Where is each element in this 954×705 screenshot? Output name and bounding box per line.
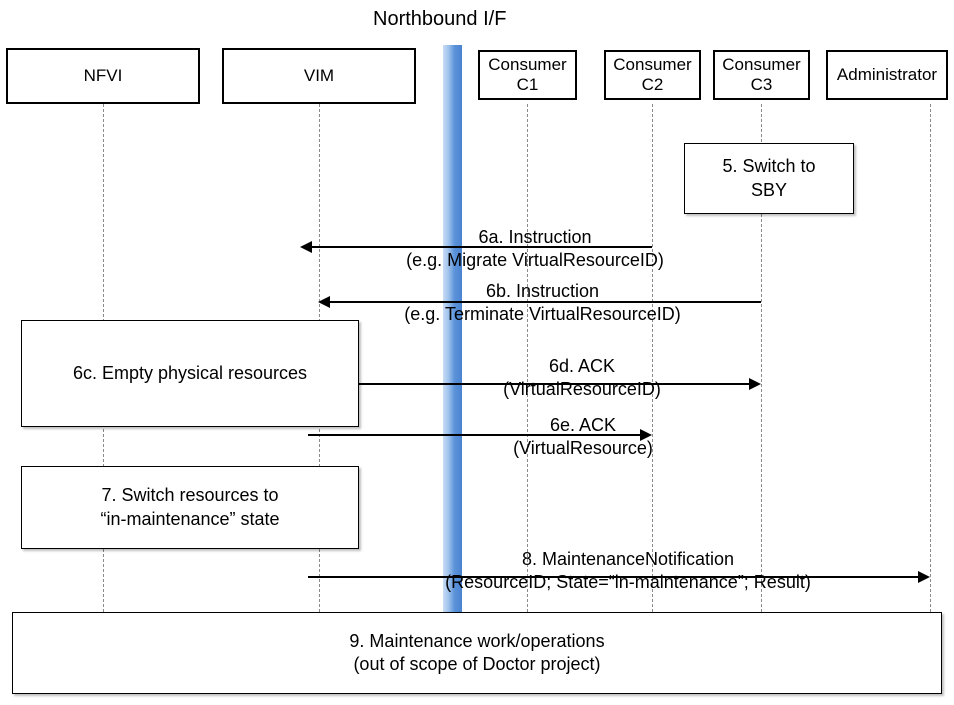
- message-label-8-line2: (ResourceID; State=“in-maintenance”; Res…: [445, 571, 811, 592]
- lifeline-consumer-c1: [527, 104, 528, 612]
- message-arrow-8-head: [918, 571, 930, 583]
- lifeline-administrator: [930, 104, 931, 612]
- message-label-6b-line2: (e.g. Terminate VirtualResourceID): [404, 303, 681, 324]
- message-label-6b-line1: 6b. Instruction: [485, 281, 600, 301]
- message-arrow-6d-head: [749, 378, 761, 390]
- message-label-8: 8. MaintenanceNotification (ResourceID; …: [398, 548, 858, 593]
- lifeline-header-consumer-c3[interactable]: Consumer C3: [713, 50, 810, 100]
- message-arrow-6b-head: [318, 296, 330, 308]
- lifeline-header-administrator[interactable]: Administrator: [826, 50, 948, 100]
- note-switch-to-sby: 5. Switch to SBY: [684, 143, 854, 214]
- note-empty-physical-resources: 6c. Empty physical resources: [21, 320, 359, 427]
- message-arrow-6a-line: [312, 246, 652, 248]
- message-arrow-8-line: [308, 576, 918, 578]
- note-switch-resources-in-maintenance: 7. Switch resources to “in-maintenance” …: [21, 466, 359, 549]
- message-arrow-6e-line: [308, 434, 640, 436]
- message-label-6d: 6d. ACK (VirtualResourceID): [482, 355, 682, 400]
- message-label-8-line1: 8. MaintenanceNotification: [521, 549, 735, 569]
- lifeline-header-consumer-c2[interactable]: Consumer C2: [604, 50, 701, 100]
- lifeline-label-consumer-c3: Consumer C3: [722, 55, 801, 94]
- message-label-6a: 6a. Instruction (e.g. Migrate VirtualRes…: [365, 226, 705, 271]
- lifeline-consumer-c2: [652, 104, 653, 612]
- lifeline-header-vim[interactable]: VIM: [222, 48, 416, 104]
- message-label-6d-line2: (VirtualResourceID): [503, 378, 661, 399]
- message-label-6b: 6b. Instruction (e.g. Terminate VirtualR…: [370, 280, 715, 325]
- note-maintenance-work-operations: 9. Maintenance work/operations (out of s…: [12, 612, 942, 694]
- message-arrow-6b-line: [330, 301, 761, 303]
- message-label-6d-line1: 6d. ACK: [548, 356, 616, 376]
- message-label-6a-line2: (e.g. Migrate VirtualResourceID): [406, 249, 664, 270]
- message-arrow-6e-head: [640, 429, 652, 441]
- message-label-6a-line1: 6a. Instruction: [478, 227, 592, 247]
- message-label-6e-line2: (VirtualResource): [513, 437, 653, 458]
- message-arrow-6d-line: [359, 383, 749, 385]
- lifeline-header-nfvi[interactable]: NFVI: [6, 48, 200, 104]
- lifeline-consumer-c3: [761, 104, 762, 612]
- lifeline-header-consumer-c1[interactable]: Consumer C1: [478, 50, 577, 100]
- lifeline-label-nfvi: NFVI: [83, 66, 123, 86]
- lifeline-label-consumer-c1: Consumer C1: [488, 55, 567, 94]
- diagram-title: Northbound I/F: [373, 8, 507, 30]
- lifeline-label-vim: VIM: [303, 66, 335, 86]
- message-label-6e-line1: 6e. ACK: [549, 415, 617, 435]
- message-label-6e: 6e. ACK (VirtualResource): [488, 414, 678, 459]
- lifeline-label-administrator: Administrator: [836, 65, 938, 85]
- message-arrow-6a-head: [300, 241, 312, 253]
- lifeline-label-consumer-c2: Consumer C2: [613, 55, 692, 94]
- northbound-interface-bar: [443, 45, 462, 615]
